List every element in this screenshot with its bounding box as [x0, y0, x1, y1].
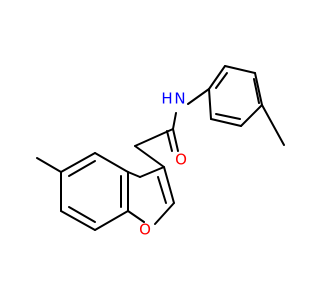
amide-bond	[172, 112, 177, 130]
carbonyl-oxygen-label: O	[175, 151, 187, 169]
double-bond-inner	[68, 206, 96, 223]
atom-labels: H N O O	[139, 90, 187, 239]
carbonyl-double-bond	[172, 128, 179, 152]
bond	[154, 202, 175, 225]
benzofuran-benzene-ring	[60, 152, 129, 231]
double-bond-inner	[157, 176, 167, 204]
methyl-bond	[261, 104, 285, 146]
bond	[208, 88, 212, 120]
bond	[254, 72, 263, 106]
tolyl-ring	[208, 65, 263, 127]
methyl-bond	[36, 157, 62, 173]
ch2-bond	[134, 145, 165, 168]
bond	[127, 210, 145, 223]
bond	[224, 65, 256, 74]
bond	[94, 210, 129, 231]
bond	[127, 171, 141, 178]
bond	[163, 166, 175, 204]
bond	[94, 152, 129, 173]
double-bond-inner	[68, 160, 96, 177]
bond	[208, 65, 226, 90]
bond	[60, 152, 96, 173]
double-bond-inner	[215, 72, 228, 89]
bond	[60, 210, 96, 231]
bond	[210, 118, 242, 127]
furan-oxygen-label: O	[139, 221, 151, 239]
nitrogen-h-label: H	[161, 90, 172, 108]
furan-ring	[127, 166, 175, 225]
double-bond-inner	[253, 78, 260, 104]
bond	[240, 104, 263, 127]
molecule-canvas: H N O O	[36, 65, 285, 239]
carbonyl-double-bond	[166, 130, 173, 152]
molecule-structure: H N O O	[36, 65, 285, 239]
nitrogen-label: N	[174, 90, 185, 108]
bond	[139, 166, 165, 178]
n-aryl-bond	[187, 88, 210, 105]
double-bond-inner	[215, 113, 241, 120]
